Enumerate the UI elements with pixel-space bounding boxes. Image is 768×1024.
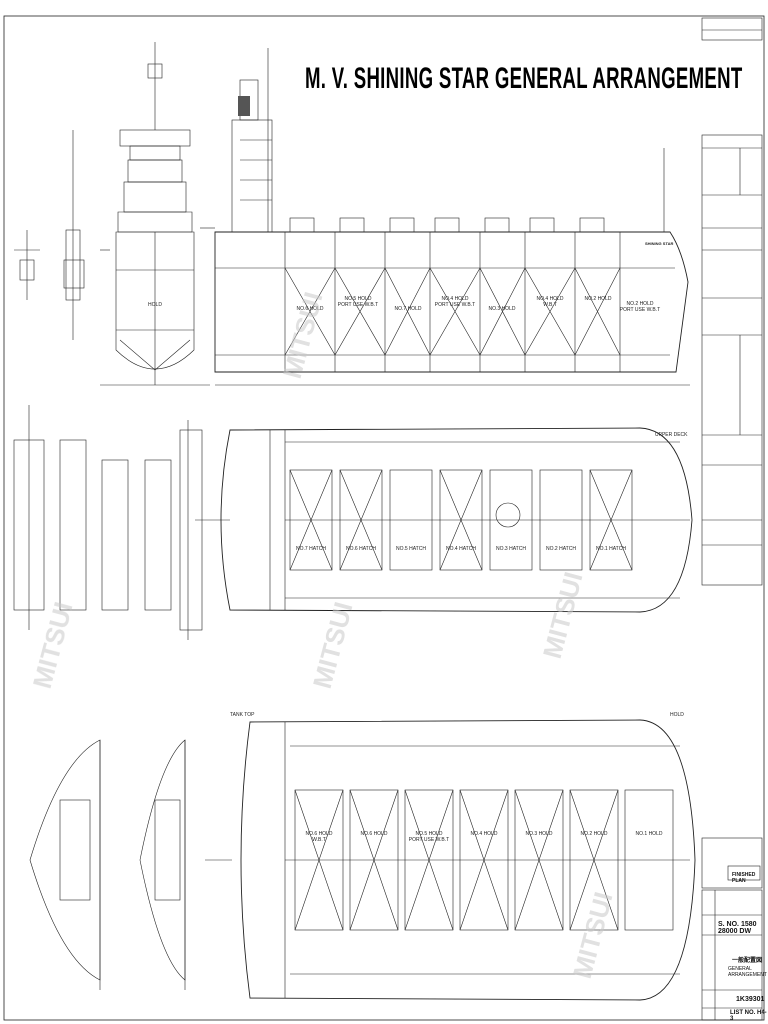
watermark: MITSUI	[567, 889, 619, 982]
deck-hatch-label: NO.5 HATCH	[396, 546, 426, 552]
profile-hold-label: NO.6 HOLD	[297, 306, 324, 312]
drawing-title-block: GENERAL ARRANGEMENT	[728, 966, 767, 978]
watermark: MITSUI	[27, 599, 79, 692]
ship-name-on-hull: SHINING STAR	[645, 241, 673, 246]
title-block	[701, 17, 763, 1021]
deck-hatch-label: NO.2 HATCH	[546, 546, 576, 552]
tank-top-plan	[205, 719, 696, 1001]
tank-top-label: TANK TOP	[230, 712, 255, 718]
detail-views-top-left	[14, 130, 110, 340]
watermark: MITSUI	[307, 599, 359, 692]
front-view: HOLD	[100, 42, 210, 386]
drawing-number: 1K39301	[736, 996, 765, 1003]
hold-label: HOLD	[670, 712, 684, 718]
deck-hatch-label: NO.7 HATCH	[296, 546, 326, 552]
tank-hold-label: NO.1 HOLD	[636, 831, 663, 837]
profile-hold-label: NO.2 HOLD	[585, 296, 612, 302]
deck-hatch-label: NO.4 HATCH	[446, 546, 476, 552]
watermark: MITSUI	[277, 289, 329, 382]
deck-hatch-label: NO.1 HATCH	[596, 546, 626, 552]
deck-hatch-label: NO.6 HATCH	[346, 546, 376, 552]
detail-views-mid-left	[13, 405, 203, 640]
profile-hold-label: NO.7 HOLD	[395, 306, 422, 312]
upper-deck-label: UPPER DECK	[655, 432, 688, 438]
svg-text:HOLD: HOLD	[148, 302, 162, 308]
deck-hatch-label: NO.3 HATCH	[496, 546, 526, 552]
list-number: LIST NO. H4-3	[730, 1010, 767, 1022]
detail-views-bottom-left	[29, 739, 186, 990]
profile-view	[200, 48, 690, 386]
profile-hold-label: NO.3 HOLD	[489, 306, 516, 312]
ship-number: S. NO. 1580 28000 DW	[718, 921, 757, 935]
sheet-border	[3, 15, 765, 1021]
finished-plan-stamp: FINISHED PLAN	[732, 872, 756, 884]
tank-hold-label: NO.2 HOLD	[581, 831, 608, 837]
tank-hold-label: NO.6 HOLD	[361, 831, 388, 837]
watermark: MITSUI	[537, 569, 589, 662]
upper-deck-plan	[195, 427, 693, 613]
drawing-title: M. V. SHINING STAR GENERAL ARRANGEMENT	[305, 62, 743, 95]
tank-hold-label: NO.3 HOLD	[526, 831, 553, 837]
watermark-group: MITSUI MITSUI MITSUI MITSUI MITSUI	[27, 289, 619, 982]
tank-hold-label: NO.4 HOLD	[471, 831, 498, 837]
japanese-title: 一般配置図	[732, 958, 763, 964]
